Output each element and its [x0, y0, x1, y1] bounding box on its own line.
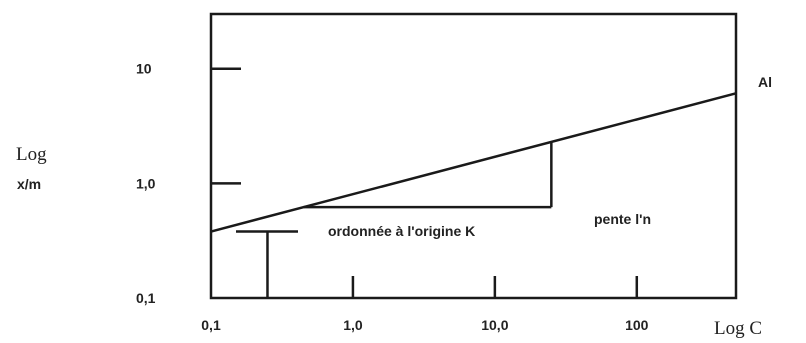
series — [210, 92, 737, 233]
y-tick-label: 0,1 — [136, 290, 156, 306]
intercept-label: ordonnée à l'origine K — [328, 223, 475, 239]
y-axis-label-line2: x/m — [17, 176, 41, 192]
y-tick-label: 1,0 — [136, 175, 156, 191]
plot-frame — [209, 12, 738, 300]
x-tick-label: 0,1 — [201, 317, 221, 333]
x-tick-label: 1,0 — [343, 317, 363, 333]
x-axis-label: Log C — [714, 318, 762, 339]
axes — [209, 12, 738, 300]
series-line-al — [210, 92, 737, 233]
y-axis-label-line1: Log — [16, 144, 47, 165]
x-tick-label: 100 — [625, 317, 649, 333]
ticks: 0,1 1,0 10,0 100 0,1 1,0 10 — [136, 61, 649, 333]
annotations — [236, 141, 553, 298]
slope-label: pente l'n — [594, 211, 651, 227]
series-label-al: Al — [758, 74, 772, 90]
y-tick-label: 10 — [136, 61, 152, 77]
labels: Log x/m Log C Al pente l'n ordonnée à l'… — [16, 74, 772, 339]
x-tick-label: 10,0 — [481, 317, 508, 333]
